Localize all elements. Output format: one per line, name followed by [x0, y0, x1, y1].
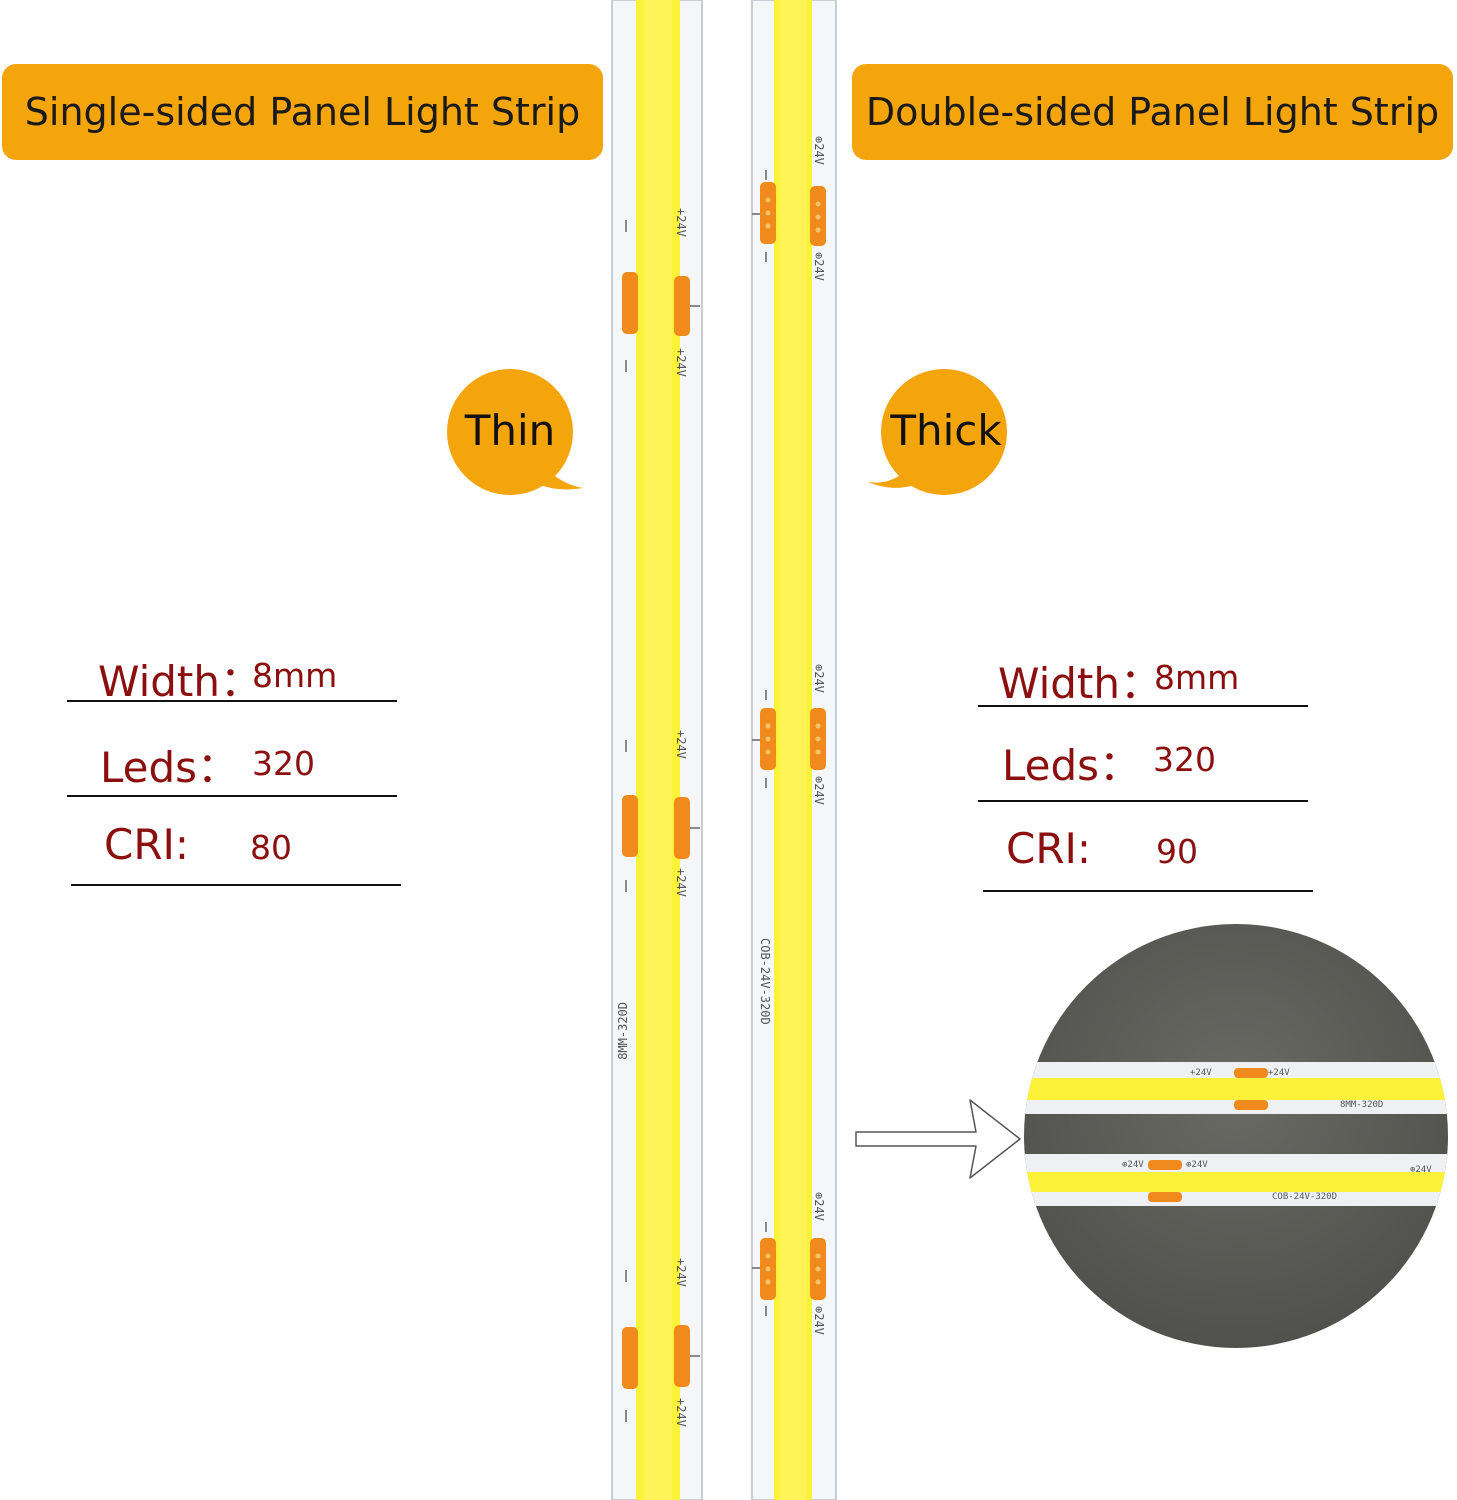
single-sided-strip-image — [611, 0, 703, 1500]
thick-label: Thick — [890, 406, 1002, 455]
double-sided-strip-image — [751, 0, 837, 1500]
strip-voltage-mark: ⊕24V — [812, 136, 826, 165]
cri-label: CRI: — [1006, 824, 1092, 873]
leds-value: 320 — [1153, 740, 1216, 779]
strip-voltage-mark: ⊕24V — [812, 1306, 826, 1335]
leds-label: Leds： — [1002, 741, 1142, 790]
thin-label: Thin — [464, 406, 556, 455]
width-value: 8mm — [252, 656, 338, 695]
inset-voltage-mark: ⊕24V — [1122, 1160, 1144, 1170]
strip-voltage-mark: +24V — [674, 868, 688, 897]
inset-voltage-mark: ⊕24V — [1410, 1165, 1432, 1175]
strip-voltage-mark: +24V — [674, 208, 688, 237]
cri-label: CRI: — [104, 820, 190, 869]
spec-divider — [983, 890, 1313, 892]
strip-comparison-inset-image — [1024, 924, 1448, 1348]
strip-voltage-mark: +24V — [674, 1258, 688, 1287]
spec-divider — [978, 800, 1308, 802]
inset-voltage-mark: +24V — [1190, 1068, 1212, 1078]
single-sided-title: Single-sided Panel Light Strip — [24, 90, 581, 134]
spec-divider — [67, 795, 397, 797]
strip-voltage-mark: ⊕24V — [812, 776, 826, 805]
spec-divider — [978, 705, 1308, 707]
cri-value: 90 — [1156, 832, 1198, 871]
single-sided-title-banner: Single-sided Panel Light Strip — [2, 64, 603, 160]
strip-voltage-mark: ⊕24V — [812, 1192, 826, 1221]
leds-value: 320 — [252, 744, 315, 783]
inset-voltage-mark: ⊕24V — [1186, 1160, 1208, 1170]
strip-model-mark: COB-24V-320D — [758, 938, 772, 1025]
cri-value: 80 — [250, 828, 292, 867]
double-sided-title: Double-sided Panel Light Strip — [865, 90, 1440, 134]
strip-voltage-mark: +24V — [674, 1398, 688, 1427]
strip-voltage-mark: +24V — [674, 348, 688, 377]
width-label: Width： — [98, 657, 263, 706]
width-label: Width： — [998, 659, 1163, 708]
strip-model-mark: 8MM-320D — [616, 1002, 630, 1060]
double-sided-title-banner: Double-sided Panel Light Strip — [852, 64, 1453, 160]
thin-speech-bubble — [447, 369, 583, 495]
inset-model-mark: COB-24V-320D — [1272, 1192, 1338, 1202]
inset-model-mark: 8MM-320D — [1340, 1100, 1384, 1110]
leds-label: Leds： — [100, 743, 240, 792]
width-value: 8mm — [1154, 658, 1240, 697]
thick-speech-bubble — [868, 369, 1007, 495]
spec-divider — [71, 884, 401, 886]
strip-voltage-mark: ⊕24V — [812, 252, 826, 281]
arrow-right-icon — [855, 1099, 1021, 1179]
inset-voltage-mark: +24V — [1268, 1068, 1290, 1078]
strip-voltage-mark: ⊕24V — [812, 664, 826, 693]
spec-divider — [67, 700, 397, 702]
strip-voltage-mark: +24V — [674, 730, 688, 759]
